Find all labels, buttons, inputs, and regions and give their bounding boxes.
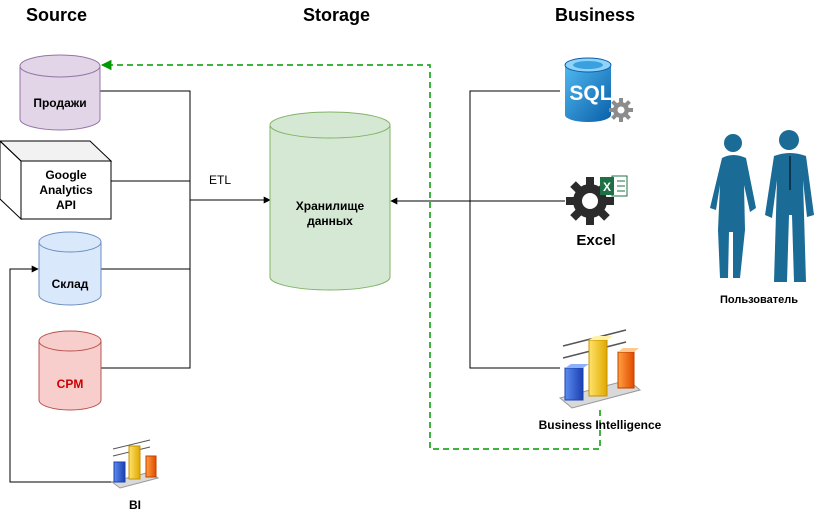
excel-label: Excel [576, 232, 616, 249]
warehouse-label: Склад [51, 277, 89, 291]
business-connectors [9, 90, 565, 483]
crm-database-icon[interactable] [38, 330, 102, 411]
excel-icon-letter: X [603, 180, 611, 194]
business-intelligence-chart-icon[interactable] [558, 329, 642, 409]
feedback-dashed-arrow [100, 59, 601, 450]
sales-database-icon[interactable] [19, 54, 101, 131]
business-intelligence-label: Business Intelligence [538, 418, 662, 432]
excel-icon [600, 175, 628, 197]
crm-label: CPM [56, 377, 84, 391]
user-label: Пользователь [719, 294, 798, 306]
sql-icon-text: SQL [569, 82, 612, 105]
google-analytics-label: Google Analytics API [39, 168, 93, 212]
sales-label: Продажи [33, 96, 87, 110]
businesswoman-icon [710, 134, 756, 278]
business-column-header: Business [555, 5, 636, 25]
businessman-icon [765, 130, 814, 282]
business-bus-line [469, 90, 560, 369]
source-connectors [100, 90, 271, 369]
data-warehouse-database-icon[interactable] [269, 111, 391, 291]
excel-gear-icon[interactable] [566, 175, 628, 225]
etl-label: ETL [208, 173, 231, 187]
bi-chart-icon[interactable] [110, 439, 160, 489]
sql-server-icon[interactable] [564, 57, 633, 122]
warehouse-database-icon[interactable] [38, 231, 102, 306]
source-bus-line [100, 90, 191, 369]
sql-gear-icon [609, 98, 633, 122]
google-analytics-cube-icon[interactable] [0, 140, 113, 221]
bi-label: BI [129, 498, 141, 512]
bi-to-warehouse-arrow [9, 265, 113, 483]
data-warehouse-label: Хранилище данных [295, 199, 365, 228]
storage-column-header: Storage [303, 5, 371, 25]
source-column-header: Source [26, 5, 88, 25]
